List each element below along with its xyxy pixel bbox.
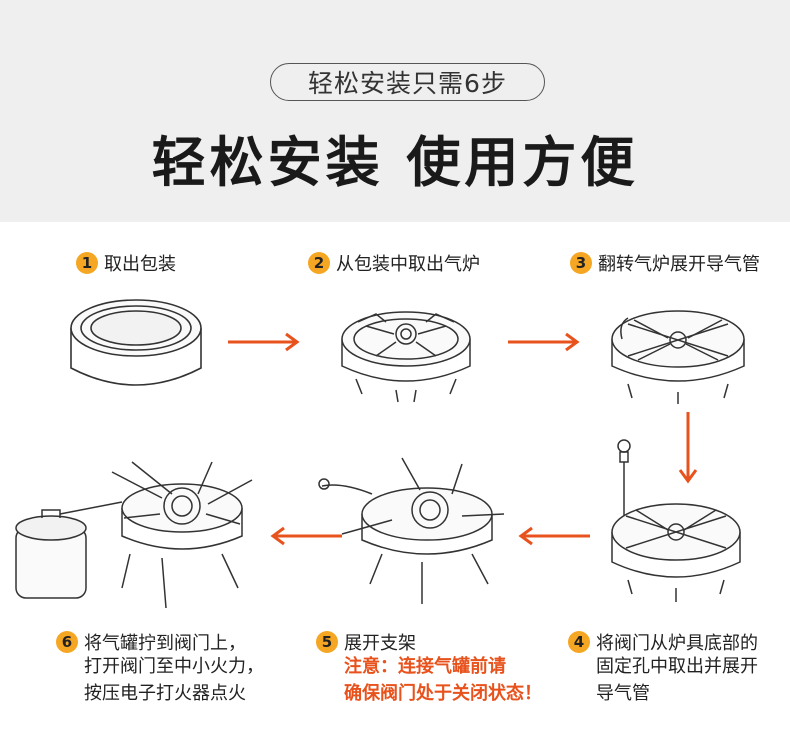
step-2-text: 从包装中取出气炉 [336,254,480,275]
step-number-badge: 3 [570,252,592,274]
step-number-badge: 4 [568,631,590,653]
subtitle-pill: 轻松安装只需6步 [270,63,545,101]
arrow-left-2 [518,526,590,546]
step-3-text: 翻转气炉展开导气管 [598,254,760,275]
step-4-description: 固定孔中取出并展开 导气管 [596,653,758,707]
step-1-text: 取出包装 [104,254,176,275]
step-number-badge: 6 [56,631,78,653]
stove-case-illustration [70,299,202,386]
step-4-line: 导气管 [596,683,650,704]
step-number-badge: 2 [308,252,330,274]
arrow-right-1 [228,332,300,352]
steps-panel: 1 取出包装 2 从包装中取出气炉 3 翻转气炉展开导气管 [0,222,790,739]
step-2-label: 2 从包装中取出气炉 [308,250,480,276]
step-4-text: 将阀门从炉具底部的 [596,633,758,654]
step-5-text: 展开支架 [344,633,416,654]
step-4-label: 4 将阀门从炉具底部的 [568,629,758,655]
step-5-label: 5 展开支架 [316,629,416,655]
warning-line: 注意：连接气罐前请 [344,656,506,677]
flipped-stove-illustration [611,310,745,404]
arrow-right-2 [508,332,580,352]
step-1-label: 1 取出包装 [76,250,176,276]
step-5-warning: 注意：连接气罐前请 确保阀门处于关闭状态！ [344,653,542,707]
step-number-badge: 5 [316,631,338,653]
step-6-line: 打开阀门至中小火力， [84,656,264,677]
stove-legs-open-illustration [318,457,505,604]
stove-with-canister-illustration [15,461,253,609]
step-6-line: 按压电子打火器点火 [84,683,246,704]
arrow-left-1 [270,526,342,546]
step-3-label: 3 翻转气炉展开导气管 [570,250,760,276]
step-number-badge: 1 [76,252,98,274]
page-title: 轻松安装 使用方便 [151,131,639,194]
arrow-down [678,412,698,484]
step-6-label: 6 将气罐拧到阀门上， [56,629,246,655]
step-6-description: 打开阀门至中小火力， 按压电子打火器点火 [84,653,264,707]
step-4-line: 固定孔中取出并展开 [596,656,758,677]
warning-line: 确保阀门处于关闭状态！ [344,683,542,704]
folded-stove-illustration [341,311,471,403]
subtitle-text: 轻松安装只需6步 [308,69,507,98]
step-6-text: 将气罐拧到阀门上， [84,633,246,654]
stove-with-valve-illustration [611,439,741,602]
